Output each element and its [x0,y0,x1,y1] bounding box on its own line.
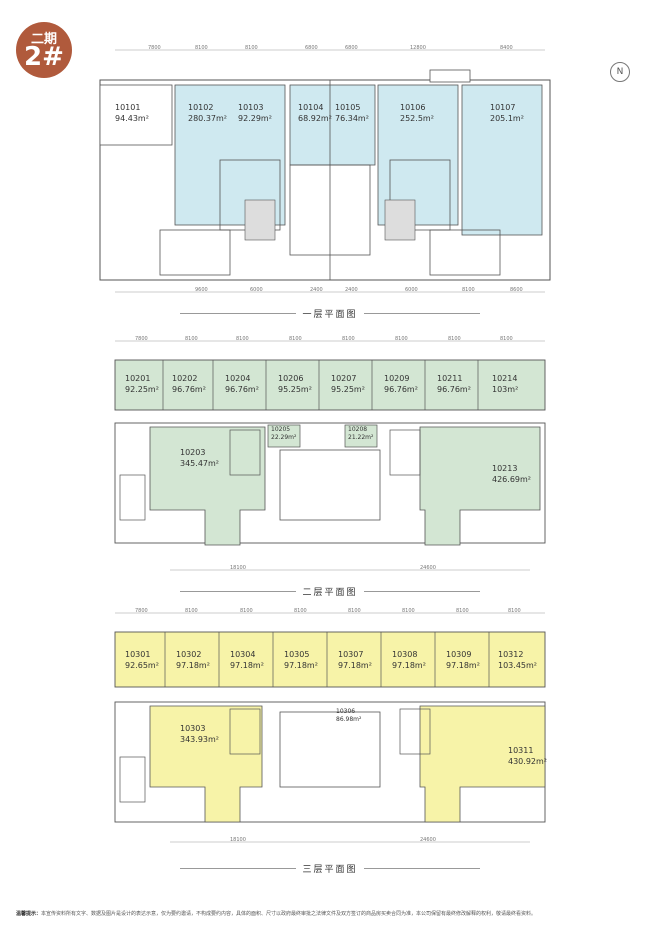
floor3-drawing [114,612,546,843]
disclaimer: 温馨提示：本宣传资料所有文字、数据及图片是设计的表达示意，仅为要约邀请，不构成要… [16,910,646,918]
dim-top: 7800 [148,45,161,51]
north-arrow-icon: N [610,62,630,82]
dim-top: 6800 [305,45,318,51]
dim-top: 12800 [410,45,426,51]
dim-bottom: 2400 [345,287,358,293]
building-badge: 二期 2# [16,22,72,78]
dim-top: 8100 [402,608,415,614]
dim-bottom: 6000 [405,287,418,293]
dim-top: 8100 [195,45,208,51]
floor3-title: 三层平面图 [0,862,660,875]
dim-top: 8100 [508,608,521,614]
dim-top: 8100 [456,608,469,614]
dim-top: 8100 [236,336,249,342]
phase-label: 二期 [30,32,57,47]
dim-top: 8100 [289,336,302,342]
dim-bottom: 2400 [310,287,323,293]
dim-top: 8100 [348,608,361,614]
dim-top: 8400 [500,45,513,51]
building-number: 2# [24,42,64,72]
dim-bottom: 18100 [230,837,246,843]
dim-bottom: 8600 [510,287,523,293]
dim-bottom: 6000 [250,287,263,293]
disclaimer-label: 温馨提示： [16,911,42,917]
dim-bottom: 18100 [230,565,246,571]
floor1-title: 一层平面图 [0,307,660,320]
dim-top: 8100 [185,336,198,342]
dim-top: 8100 [448,336,461,342]
dim-top: 8100 [240,608,253,614]
dim-top: 8100 [342,336,355,342]
dim-top: 8100 [185,608,198,614]
dim-bottom: 24600 [420,565,436,571]
dim-top: 6800 [345,45,358,51]
dim-bottom: 24600 [420,837,436,843]
dim-bottom: 9600 [195,287,208,293]
floor2-plan: 7800 8100 8100 8100 8100 8100 8100 8100 … [0,335,660,580]
dim-bottom: 8100 [462,287,475,293]
dim-top: 8100 [500,336,513,342]
disclaimer-text: 本宣传资料所有文字、数据及图片是设计的表达示意，仅为要约邀请，不构成要约内容，具… [41,911,537,917]
dim-top: 8100 [294,608,307,614]
dim-top: 8100 [395,336,408,342]
floor2-drawing [114,340,546,571]
floor1-plan: 7800 8100 8100 6800 6800 12800 8400 9600… [0,40,660,300]
dim-top: 7800 [135,608,148,614]
dim-top: 8100 [245,45,258,51]
dim-top: 7800 [135,336,148,342]
floor2-title: 二层平面图 [0,585,660,598]
floor3-plan: 7800 8100 8100 8100 8100 8100 8100 8100 … [0,607,660,852]
floor1-drawing [99,49,551,293]
